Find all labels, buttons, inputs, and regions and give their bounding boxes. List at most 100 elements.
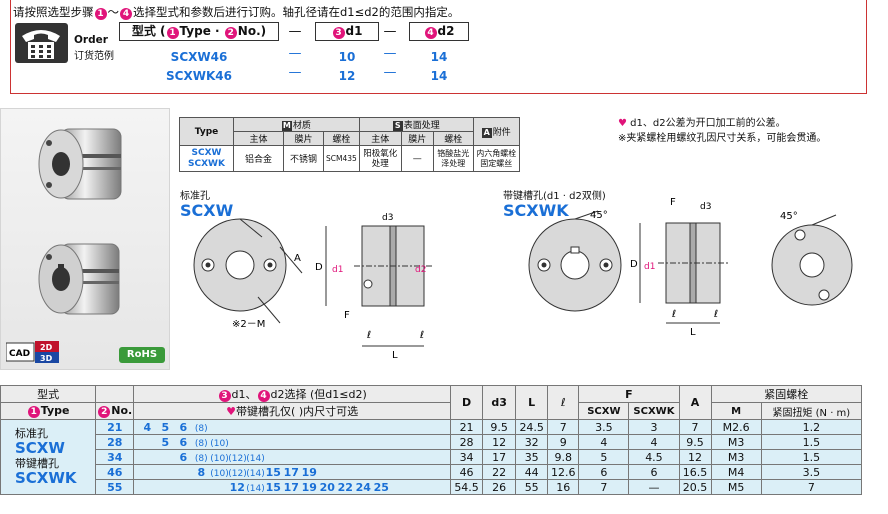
spec-diameter-cell: 6(8)(10)(12)(14) — [133, 449, 452, 465]
spec-F1-cell: 4 — [578, 434, 630, 450]
order-row-1-d2: 14 — [430, 50, 448, 64]
rohs-badge: RoHS — [119, 347, 165, 363]
spec-header-type: 型式 — [0, 385, 97, 403]
material-cell: SCM435 — [323, 145, 360, 172]
scxw-side-view-diagram: D d1 d2 d3 F ℓ ℓ L — [315, 213, 432, 361]
step-2-icon: 2 — [98, 406, 111, 418]
spec-F2-cell: — — [628, 479, 680, 495]
spec-header-F-scxw: SCXW — [578, 402, 630, 420]
s-badge-icon: S — [392, 121, 403, 131]
note-thread: ※夹紧螺栓用螺纹孔因尺寸关系，可能会贯通。 — [618, 133, 827, 144]
material-cell: 铝合金 — [233, 145, 284, 172]
spec-D-cell: 28 — [450, 434, 484, 450]
spec-D-cell: 46 — [450, 464, 484, 480]
dim-f-label: F — [670, 197, 676, 208]
dim-L-label: L — [690, 327, 696, 338]
spec-d3-cell: 26 — [482, 479, 517, 495]
spec-T-cell: 7 — [760, 479, 863, 495]
spec-F2-cell: 4.5 — [628, 449, 680, 465]
dim-2m-label: ※2－M — [232, 319, 265, 330]
spec-l-cell: 9.8 — [547, 449, 580, 465]
spec-L-cell: 35 — [515, 449, 549, 465]
dim-d-label: D — [315, 262, 323, 273]
order-dash: — — [288, 65, 302, 80]
material-cell: 阳极氧化处理 — [358, 145, 402, 172]
spec-header-torque: 紧固扭矩 (N · m) — [760, 402, 863, 420]
spec-A-cell: 9.5 — [678, 434, 712, 450]
spec-F1-cell: 7 — [578, 479, 630, 495]
material-cell: — — [400, 145, 434, 172]
spec-d3-cell: 22 — [482, 464, 517, 480]
sub-header-bolt: 螺栓 — [323, 131, 360, 146]
spec-M-cell: M4 — [710, 464, 762, 480]
spec-header-D: D — [450, 385, 484, 420]
order-row-2-type: SCXWK46 — [166, 69, 232, 83]
order-row-1-type: SCXW46 — [170, 50, 228, 64]
sub-header-bolt: 螺栓 — [432, 131, 474, 146]
scxwk-side-view-diagram: D d1 F d3 ℓ ℓ L — [630, 197, 728, 338]
spec-no-cell: 21 — [95, 419, 135, 435]
sub-header-body: 主体 — [358, 131, 402, 146]
dim-45-label: 45° — [780, 211, 798, 222]
spec-M-cell: M5 — [710, 479, 762, 495]
telephone-icon — [15, 23, 68, 63]
spec-D-cell: 34 — [450, 449, 484, 465]
coupling-photo-image — [38, 128, 122, 315]
keyway-bore-type: SCXWK — [503, 201, 569, 220]
cad-label: CAD — [9, 349, 30, 359]
spec-l-cell: 16 — [547, 479, 580, 495]
material-type-header: Type — [179, 117, 234, 146]
spec-l-cell: 12.6 — [547, 464, 580, 480]
spec-T-cell: 1.5 — [760, 434, 863, 450]
spec-M-cell: M3 — [710, 434, 762, 450]
cad-2d-label: 2D — [40, 343, 53, 352]
order-dash: — — [383, 46, 397, 61]
step-4-icon: 4 — [424, 27, 437, 39]
spec-L-cell: 44 — [515, 464, 549, 480]
keyway-bore-label: 带键槽孔(d1 · d2双侧) — [503, 191, 606, 202]
spec-header-M: M — [710, 402, 762, 420]
spec-no-cell: 28 — [95, 434, 135, 450]
spec-A-cell: 16.5 — [678, 464, 712, 480]
spec-T-cell: 3.5 — [760, 464, 863, 480]
step-4-icon: 4 — [120, 8, 132, 20]
spec-M-cell: M3 — [710, 449, 762, 465]
order-dash: — — [383, 65, 397, 80]
order-dash: — — [288, 24, 302, 39]
spec-M-cell: M2.6 — [710, 419, 762, 435]
order-dash: — — [383, 24, 397, 39]
order-label-cn: 订货范例 — [74, 51, 114, 62]
spec-A-cell: 20.5 — [678, 479, 712, 495]
spec-no-cell: 46 — [95, 464, 135, 480]
order-row-2-d1: 12 — [338, 69, 356, 83]
product-image-panel — [0, 108, 170, 370]
material-cell: 不锈钢 — [283, 145, 324, 172]
spec-d3-cell: 9.5 — [482, 419, 517, 435]
order-row-2-d2: 14 — [430, 69, 448, 83]
dim-d2-label: d2 — [415, 265, 426, 275]
m-badge-icon: M — [281, 121, 292, 131]
spec-header-F: F — [578, 385, 680, 403]
spec-L-cell: 32 — [515, 434, 549, 450]
spec-F1-cell: 3.5 — [578, 419, 630, 435]
spec-l-cell: 7 — [547, 419, 580, 435]
dim-l-label: ℓ — [672, 309, 676, 320]
